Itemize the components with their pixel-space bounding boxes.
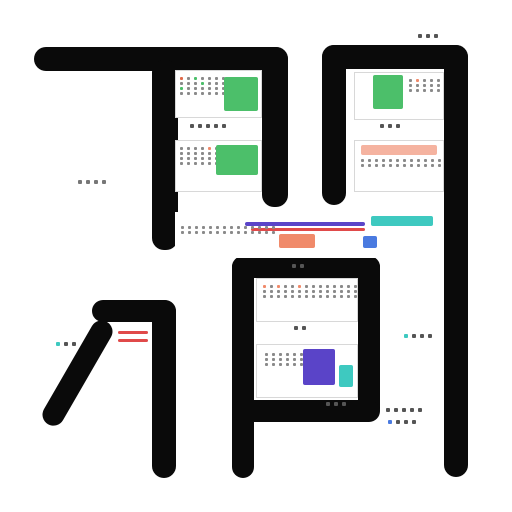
left-vertical-stroke	[152, 60, 178, 250]
tick-grid	[409, 79, 443, 92]
left-hook-diagonal	[38, 316, 117, 430]
middle-frame-right	[358, 256, 380, 420]
tick-grid	[265, 353, 303, 366]
upper-right-frame-top	[322, 45, 468, 69]
glyph-marks	[404, 334, 432, 338]
connector-line	[118, 339, 148, 342]
tick-grid	[181, 226, 275, 234]
purple-block	[303, 349, 335, 385]
glyph-marks	[56, 342, 76, 346]
glyph-marks	[380, 124, 400, 128]
salmon-block	[279, 234, 315, 248]
connector-line	[118, 331, 148, 334]
glyph-tile-left	[118, 328, 150, 346]
glyph-panel-center	[256, 278, 358, 322]
teal-block	[371, 216, 433, 226]
teal-block	[339, 365, 353, 387]
salmon-strip	[361, 145, 437, 155]
green-block	[224, 77, 258, 111]
green-block	[216, 145, 258, 175]
connector-band	[175, 212, 443, 258]
glyph-panel-top-right	[354, 72, 444, 120]
glyph-panel-right-middle	[354, 140, 444, 192]
blue-block	[363, 236, 377, 248]
tick-grid	[180, 77, 225, 95]
connector-line	[251, 228, 365, 231]
upper-right-frame-left	[322, 45, 346, 205]
tick-grid	[263, 285, 357, 298]
green-block	[373, 75, 403, 109]
glyph-marks	[190, 124, 226, 128]
glyph-marks	[78, 180, 106, 184]
glyph-panel-top-left	[175, 70, 262, 118]
right-frame-top	[262, 47, 288, 207]
middle-frame-left	[232, 256, 254, 478]
glyph-marks	[292, 264, 304, 268]
glyph-marks	[386, 408, 422, 412]
glyph-panel-bottom	[256, 344, 358, 398]
glyph-marks	[388, 420, 416, 424]
middle-frame-top	[232, 256, 380, 278]
glyph-panel-left-middle	[175, 140, 262, 192]
glyph-marks	[294, 326, 306, 330]
glyph-marks	[326, 402, 346, 406]
upper-right-frame-right	[444, 45, 468, 477]
middle-frame-bottom	[232, 400, 380, 422]
left-hook-vertical	[152, 300, 176, 478]
connector-line	[245, 222, 365, 226]
tick-grid	[361, 159, 443, 167]
glyph-marks	[418, 34, 438, 38]
